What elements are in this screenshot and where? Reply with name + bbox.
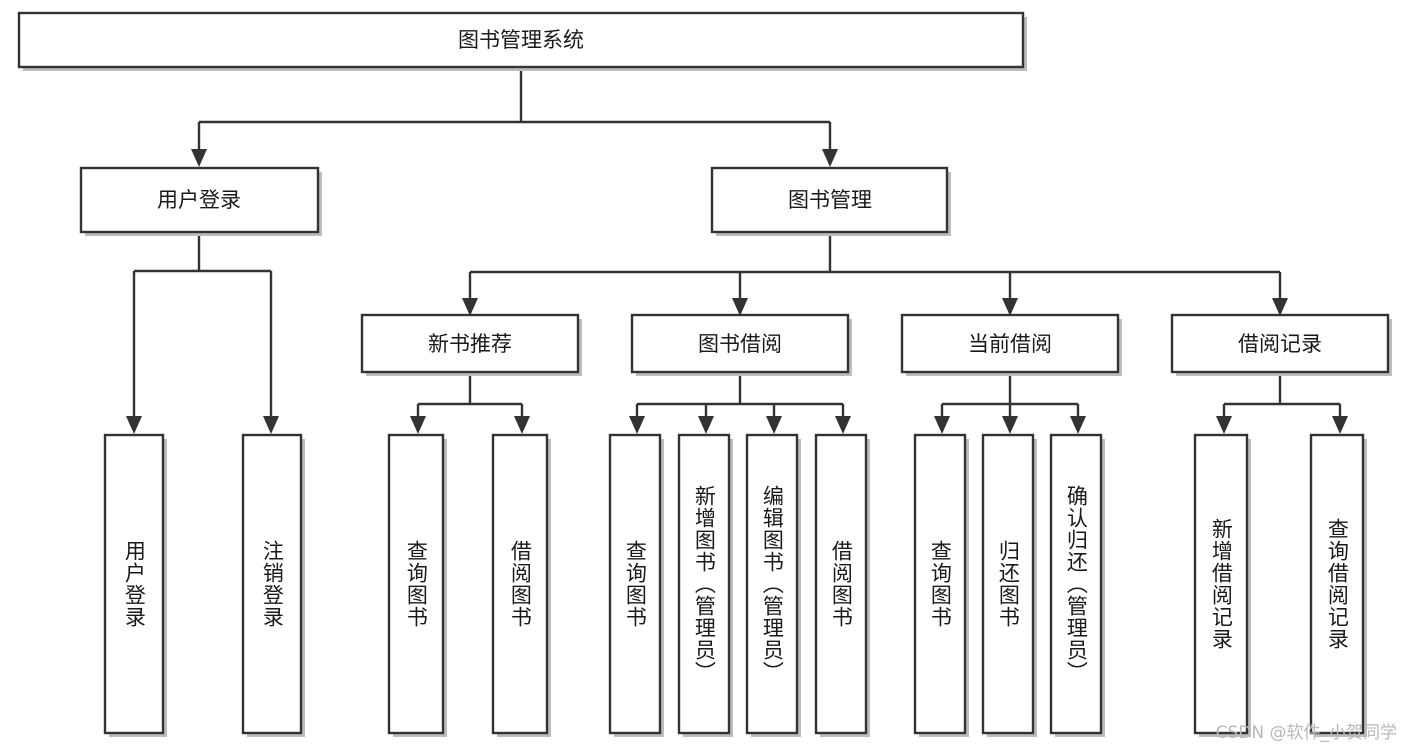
- connector-group-records-leaves: [1216, 375, 1348, 434]
- leaf-bo-add-box: [677, 433, 731, 735]
- connector-group-root: [191, 67, 838, 167]
- leaf-nb-borrow-box: [491, 433, 549, 735]
- borrow-records-node-label: 借阅记录: [1238, 332, 1322, 356]
- arrowhead-nb-leaf-1: [410, 416, 426, 434]
- connector-group-borrow-leaves: [629, 375, 851, 434]
- arrowhead-new-book: [462, 298, 478, 316]
- leaf-logout-box: [241, 433, 303, 735]
- arrowhead-leaf-user-login: [126, 416, 142, 434]
- leaf-bo-edit-box: [745, 433, 799, 735]
- arrowhead-bo-leaf-3: [766, 416, 782, 434]
- current-borrow-node-box: [900, 313, 1120, 374]
- new-book-node-box: [360, 313, 580, 374]
- arrowhead-bo-leaf-2: [698, 416, 714, 434]
- arrowhead-nb-leaf-2: [514, 416, 530, 434]
- user-login-node-box: [79, 166, 320, 234]
- leaf-bo-query-box: [608, 433, 662, 735]
- leaf-cu-confirm-box: [1049, 433, 1103, 735]
- book-mgmt-node-box: [710, 166, 949, 234]
- root-node-label: 图书管理系统: [458, 28, 584, 52]
- arrowhead-cu-leaf-3: [1070, 416, 1086, 434]
- arrowhead-leaf-logout: [263, 416, 279, 434]
- arrowhead-cu-leaf-1: [934, 416, 950, 434]
- borrow-records-node-box: [1170, 313, 1390, 374]
- user-login-node-label: 用户登录: [157, 188, 241, 212]
- arrowhead-bo-leaf-1: [629, 416, 645, 434]
- leaf-re-query-box: [1309, 433, 1365, 735]
- current-borrow-node-label: 当前借阅: [968, 332, 1052, 356]
- arrowhead-book-mgmt: [822, 149, 838, 167]
- book-borrow-node-box: [630, 313, 850, 374]
- arrowhead-cu-leaf-2: [1002, 416, 1018, 434]
- arrowhead-re-leaf-2: [1332, 416, 1348, 434]
- root-node-box: [17, 11, 1025, 69]
- leaf-re-add-box: [1193, 433, 1249, 735]
- leaf-cu-query-box: [913, 433, 967, 735]
- arrowhead-current: [1002, 298, 1018, 316]
- arrowhead-re-leaf-1: [1216, 416, 1232, 434]
- arrowhead-user-login: [191, 149, 207, 167]
- leaf-user-login-box: [103, 433, 165, 735]
- book-borrow-node-label: 图书借阅: [698, 332, 782, 356]
- arrowhead-bo-leaf-4: [835, 416, 851, 434]
- connector-group-new-book-leaves: [410, 375, 530, 434]
- book-mgmt-node-label: 图书管理: [788, 188, 872, 212]
- connector-group-current-leaves: [934, 375, 1086, 434]
- leaf-nb-query-box: [387, 433, 445, 735]
- arrowhead-borrow: [732, 298, 748, 316]
- leaf-cu-return-box: [981, 433, 1035, 735]
- new-book-node-label: 新书推荐: [428, 332, 512, 356]
- connector-group-user-login: [126, 232, 279, 434]
- arrowhead-records: [1272, 298, 1288, 316]
- connector-group-book-mgmt: [462, 232, 1288, 316]
- leaf-bo-borrow-box: [814, 433, 868, 735]
